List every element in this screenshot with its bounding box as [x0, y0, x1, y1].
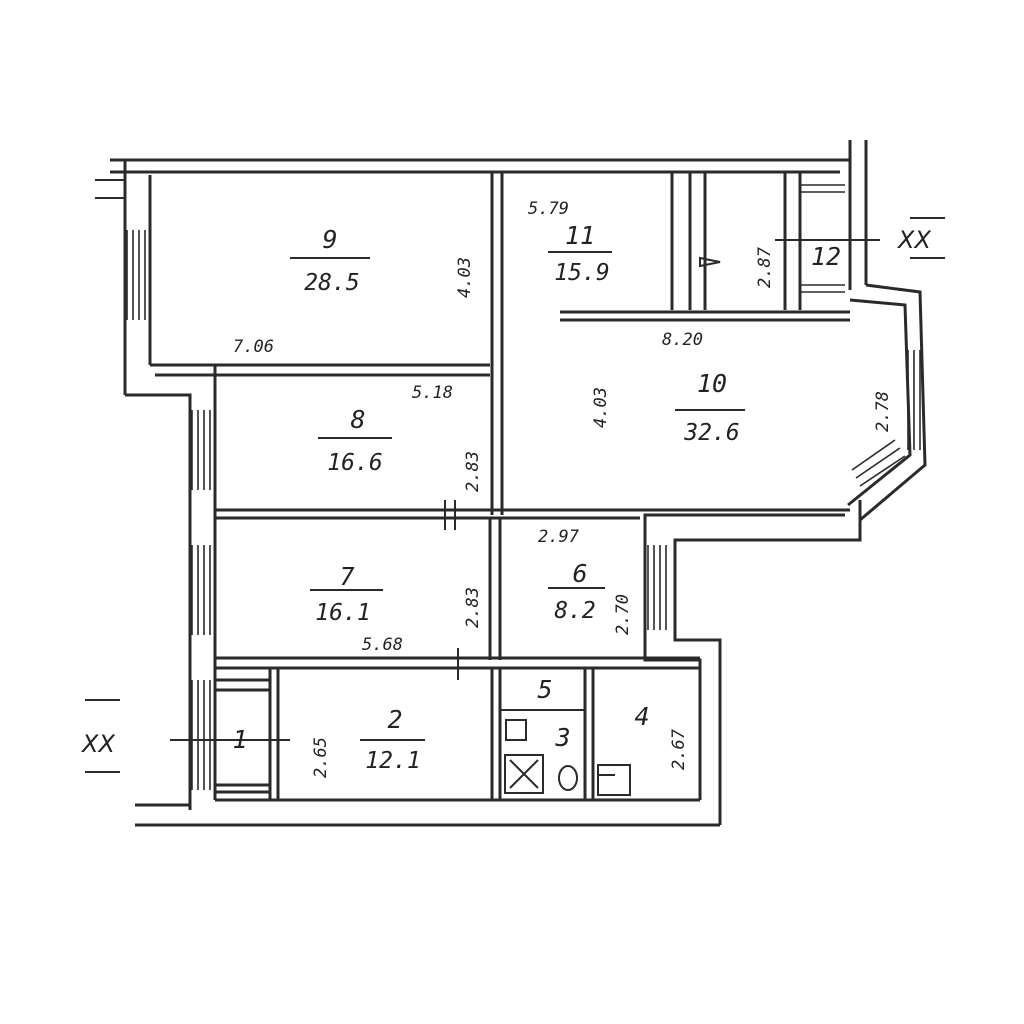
room-number: 8 — [350, 405, 365, 434]
room-number: 11 — [565, 221, 595, 250]
room-area: 32.6 — [683, 420, 739, 446]
room-number: 3 — [554, 723, 570, 752]
sink-icon — [505, 719, 527, 741]
room-area: 8.2 — [554, 598, 596, 624]
room-number: 1 — [232, 725, 247, 754]
dimension-label: 7.06 — [233, 337, 274, 357]
section-lines — [85, 217, 945, 773]
dimension-label: 5.18 — [412, 383, 453, 403]
dimension-label: 2.87 — [755, 246, 775, 288]
room-number: 6 — [572, 559, 587, 588]
room-number: 9 — [322, 225, 337, 254]
arrow-icon — [699, 256, 721, 268]
room-number: 4 — [634, 702, 649, 731]
dimension-label: 4.03 — [591, 387, 611, 428]
dimension-label: 2.83 — [463, 587, 483, 628]
dimension-label: 5.79 — [528, 199, 569, 219]
area-underlines — [290, 251, 745, 741]
section-marks: XX XX — [80, 226, 931, 758]
dimension-label: 2.67 — [669, 728, 689, 770]
room-area: 16.1 — [315, 600, 370, 626]
section-mark: XX — [896, 226, 931, 254]
room-number: 2 — [387, 705, 402, 734]
dimension-label: 2.83 — [463, 451, 483, 492]
room-number: 12 — [811, 242, 841, 271]
dimension-label: 5.68 — [362, 635, 403, 655]
room-number: 7 — [339, 562, 354, 591]
dimension-label: 8.20 — [662, 330, 703, 350]
dimension-label: 2.70 — [613, 594, 633, 635]
room-area: 15.9 — [554, 260, 609, 286]
room-number: 5 — [537, 675, 552, 704]
kitchen-stove-icon — [597, 764, 631, 796]
toilet-icon — [558, 765, 578, 791]
dimension-label: 2.97 — [538, 527, 580, 547]
room-number: 10 — [697, 369, 727, 398]
room-area: 12.1 — [365, 748, 420, 774]
dimension-label: 2.78 — [873, 391, 893, 432]
bathroom-fixtures — [504, 256, 721, 796]
interior-walls — [155, 172, 850, 800]
bathtub-icon — [504, 754, 544, 794]
dimension-label: 2.65 — [311, 737, 331, 778]
windows — [126, 184, 921, 790]
dimension-labels: 7.06 4.03 5.79 2.87 8.20 4.03 2.78 5.18 … — [233, 199, 893, 778]
room-area: 28.5 — [304, 270, 359, 296]
room-area: 16.6 — [327, 450, 382, 476]
section-mark: XX — [80, 730, 115, 758]
room-labels: 9 28.5 11 15.9 12 10 32.6 8 16.6 7 16.1 … — [232, 221, 841, 774]
dimension-label: 4.03 — [455, 257, 475, 298]
